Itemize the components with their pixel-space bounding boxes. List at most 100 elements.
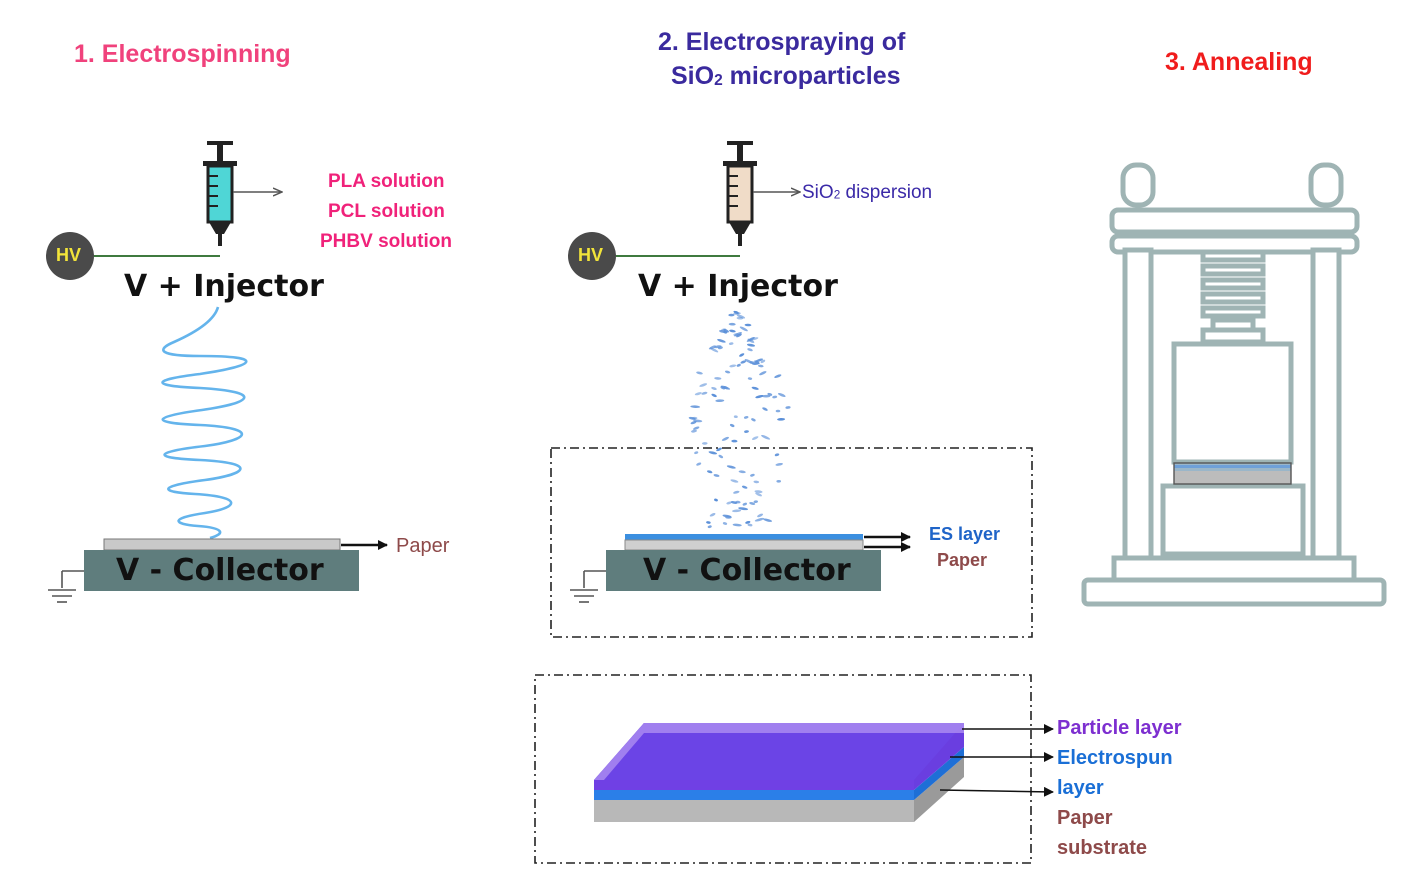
spray-particle: [734, 331, 742, 337]
syringe-2-icon: [723, 141, 757, 246]
spray-particle: [754, 490, 763, 493]
spray-particle: [750, 473, 755, 477]
collector-1: [84, 550, 359, 591]
spray-particle: [767, 392, 773, 396]
spray-particle: [749, 502, 756, 505]
spray-particle: [759, 371, 767, 376]
spray-particle: [723, 330, 728, 334]
spray-particle: [732, 509, 742, 513]
spray-particle: [736, 316, 744, 320]
spray-particle: [747, 348, 753, 352]
electrospun-label-line2: layer: [1057, 777, 1104, 799]
paper-substrate-arrow: [939, 786, 1054, 797]
spray-particle: [696, 462, 702, 466]
spray-particle: [706, 521, 711, 524]
spray-particle: [739, 326, 748, 332]
panel-annealing: [1081, 162, 1387, 607]
spray-particle: [736, 314, 746, 319]
spray-particle: [751, 436, 759, 440]
spray-particle: [729, 364, 737, 368]
spray-particle: [717, 338, 726, 343]
electrospun-label-line1: Electrospun: [1057, 747, 1173, 769]
spray-particle: [714, 377, 722, 380]
spray-particle: [733, 490, 740, 494]
spray-particle: [730, 501, 738, 504]
spray-particle: [708, 345, 716, 350]
spray-particle: [751, 386, 759, 390]
paper-substrate-label-line2: substrate: [1057, 837, 1148, 859]
collector-label-2: V - Collector: [643, 553, 851, 588]
spray-particle: [721, 436, 729, 441]
spray-particle: [776, 479, 781, 483]
step2-title-line1: 2. Electrospraying of: [658, 28, 906, 56]
spray-particle: [744, 358, 754, 364]
paper-substrate-label-line1: Paper: [1057, 807, 1113, 829]
injector-label-2: V + Injector: [638, 269, 838, 304]
panel-electrospinning: [46, 141, 388, 603]
spray-particle: [707, 525, 712, 529]
spray-particle: [763, 518, 773, 522]
spray-particle: [726, 465, 736, 469]
spray-particle: [738, 507, 749, 511]
spray-particle: [746, 343, 756, 347]
hv-label-2: HV: [578, 245, 604, 265]
spray-particle: [733, 310, 739, 314]
layer-stack-illustration: [594, 723, 964, 822]
spray-particle: [724, 370, 731, 374]
spray-particle: [713, 474, 720, 477]
fiber-jet: [161, 306, 248, 540]
step3-title: 3. Annealing: [1165, 48, 1313, 76]
spray-particle: [772, 395, 778, 399]
spray-particle: [692, 426, 700, 430]
spray-particle: [774, 453, 780, 457]
spray-particle: [740, 360, 747, 364]
ground-icon-1: [48, 570, 84, 603]
solution-pcl: PCL solution: [328, 201, 445, 222]
panel-electrospraying: [534, 141, 1054, 864]
spray-particle: [761, 394, 771, 398]
spray-particle: [755, 358, 764, 363]
spray-particle: [760, 359, 766, 364]
spray-particle: [742, 502, 748, 506]
spray-particle: [715, 399, 725, 403]
spray-particle: [755, 492, 762, 497]
spray-particle: [752, 362, 760, 365]
spray-particle: [708, 451, 718, 455]
spray-particle: [731, 439, 738, 443]
spray-particle: [714, 345, 722, 349]
spray-particle: [729, 329, 736, 333]
spray-particle: [785, 406, 791, 409]
spray-particle: [722, 514, 732, 518]
spray-particle: [753, 500, 758, 504]
es-layer-label: ES layer: [929, 524, 1001, 544]
collector-2: [606, 550, 881, 591]
spray-particle: [753, 480, 760, 484]
spray-particle: [747, 338, 755, 343]
spray-particle: [694, 451, 699, 455]
spray-particles: [688, 310, 791, 529]
hv-source-1: [46, 232, 94, 280]
spray-particle: [739, 353, 745, 357]
spray-particle: [777, 417, 786, 421]
spray-particle: [702, 442, 708, 445]
spray-particle: [688, 416, 696, 420]
spray-particle: [747, 377, 753, 380]
paper-label-1: Paper: [396, 535, 450, 557]
spray-particle: [758, 364, 764, 368]
spray-particle: [706, 470, 713, 474]
spray-particle: [723, 328, 729, 333]
spray-particle: [690, 405, 701, 409]
hv-label-1: HV: [56, 245, 82, 265]
spray-particle: [728, 322, 736, 326]
spray-particle: [755, 394, 764, 399]
solution-phbv: PHBV solution: [320, 231, 452, 252]
spray-particle: [691, 429, 697, 433]
spray-particle: [732, 523, 742, 527]
dashed-frame-layers: [534, 674, 1032, 864]
syringe-1-icon: [203, 141, 237, 246]
spray-particle: [728, 313, 735, 317]
paper-label-2: Paper: [937, 550, 988, 570]
spray-particle: [730, 479, 739, 483]
spray-particle: [774, 374, 782, 379]
es-layer-2: [625, 534, 863, 540]
